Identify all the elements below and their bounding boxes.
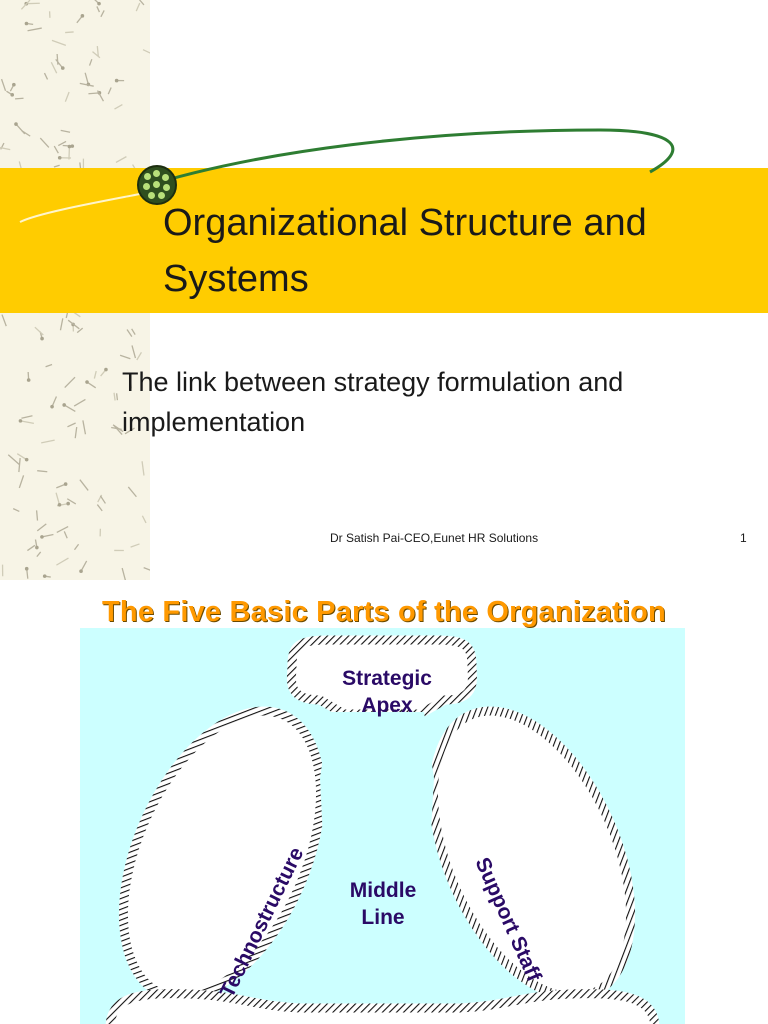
middle-line-label-line-1: Middle — [349, 879, 417, 902]
strategic-apex-label: Strategic Apex — [322, 665, 452, 719]
middle-line-shape — [320, 712, 434, 1024]
slide-subtitle-line-1: The link between strategy formulation an… — [122, 367, 624, 397]
strategic-apex-label-line-2: Apex — [361, 694, 413, 717]
slide-title-line-1: Organizational Structure and — [163, 202, 647, 244]
strategic-apex-label-line-1: Strategic — [342, 667, 432, 690]
slide-2-title: The Five Basic Parts of the Organization — [102, 596, 666, 628]
slide-2: The Five Basic Parts of the Organization… — [0, 580, 768, 1024]
slide-1: Organizational Structure and Systems The… — [0, 0, 768, 580]
swoosh-curve — [19, 128, 675, 223]
operating-core-shape — [105, 989, 660, 1024]
middle-line-label: Middle Line — [318, 877, 448, 931]
green-orb-icon — [137, 165, 177, 205]
slide-footer: Dr Satish Pai-CEO,Eunet HR Solutions — [330, 531, 539, 545]
slide-title-line-2: Systems — [163, 258, 309, 300]
slide-subtitle: The link between strategy formulation an… — [122, 362, 722, 442]
title-band — [0, 168, 768, 313]
middle-line-label-line-2: Line — [361, 906, 405, 929]
page-number: 1 — [740, 531, 747, 545]
organization-diagram-panel — [80, 628, 685, 1024]
organization-diagram — [105, 635, 660, 1024]
slide-subtitle-line-2: implementation — [122, 407, 306, 437]
slide-title: Organizational Structure and Systems — [163, 195, 753, 307]
strategic-apex-shape — [286, 635, 477, 719]
